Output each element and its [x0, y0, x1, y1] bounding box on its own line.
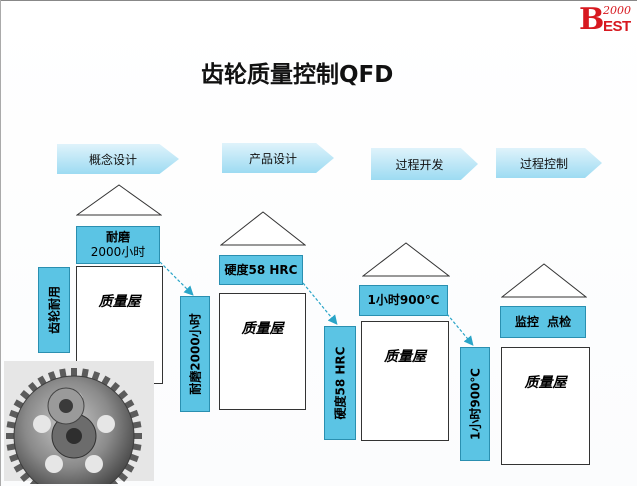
house-roof — [76, 184, 162, 216]
left-border — [0, 0, 1, 486]
stage-label: 概念设计 — [88, 152, 137, 167]
requirement-box-wear: 耐磨 2000小时 — [76, 226, 160, 264]
requirement-box-control: 监控 点检 — [500, 306, 586, 338]
connector-arrow — [302, 282, 338, 325]
best-2000-logo: B 2000 EST — [579, 3, 635, 37]
house-label: 质量屋 — [241, 321, 284, 337]
logo-year: 2000 — [603, 4, 631, 17]
house-roof — [501, 263, 587, 298]
logo-b: B — [579, 2, 605, 37]
requirement-label: 监控 点检 — [514, 314, 572, 329]
stage-label: 过程开发 — [395, 157, 444, 172]
vertical-label-hardness: 硬度58 HRC — [324, 326, 356, 440]
vertical-label-heat: 1小时900℃ — [460, 347, 490, 461]
requirement-line: 2000小时 — [90, 245, 146, 259]
stage-label: 过程控制 — [519, 156, 568, 171]
connector-arrow — [159, 261, 194, 296]
house-of-quality-3: 质量屋 — [361, 321, 449, 441]
house-label: 质量屋 — [98, 294, 141, 310]
requirement-line: 耐磨 — [105, 230, 130, 244]
requirement-box-hardness: 硬度58 HRC — [219, 255, 303, 285]
logo-est: EST — [603, 18, 631, 35]
page-title: 齿轮质量控制QFD — [201, 62, 394, 88]
stage-product-design: 产品设计 — [222, 143, 334, 173]
house-label: 质量屋 — [524, 375, 567, 391]
house-roof — [362, 242, 450, 277]
vertical-label-gear-durable: 齿轮耐用 — [38, 267, 70, 353]
vertical-label-wear: 耐磨2000小时 — [180, 296, 210, 412]
stage-process-development: 过程开发 — [371, 148, 478, 180]
stage-label: 产品设计 — [248, 151, 297, 166]
gear-icon — [6, 368, 142, 484]
connector-arrow — [446, 313, 474, 346]
requirement-box-heat: 1小时900℃ — [359, 285, 448, 316]
top-border — [0, 0, 637, 1]
house-label: 质量屋 — [384, 349, 426, 365]
stage-concept-design: 概念设计 — [57, 144, 179, 174]
stage-process-control: 过程控制 — [496, 148, 602, 178]
house-of-quality-4: 质量屋 — [501, 347, 590, 465]
house-of-quality-2: 质量屋 — [219, 293, 306, 410]
house-roof — [220, 211, 306, 246]
